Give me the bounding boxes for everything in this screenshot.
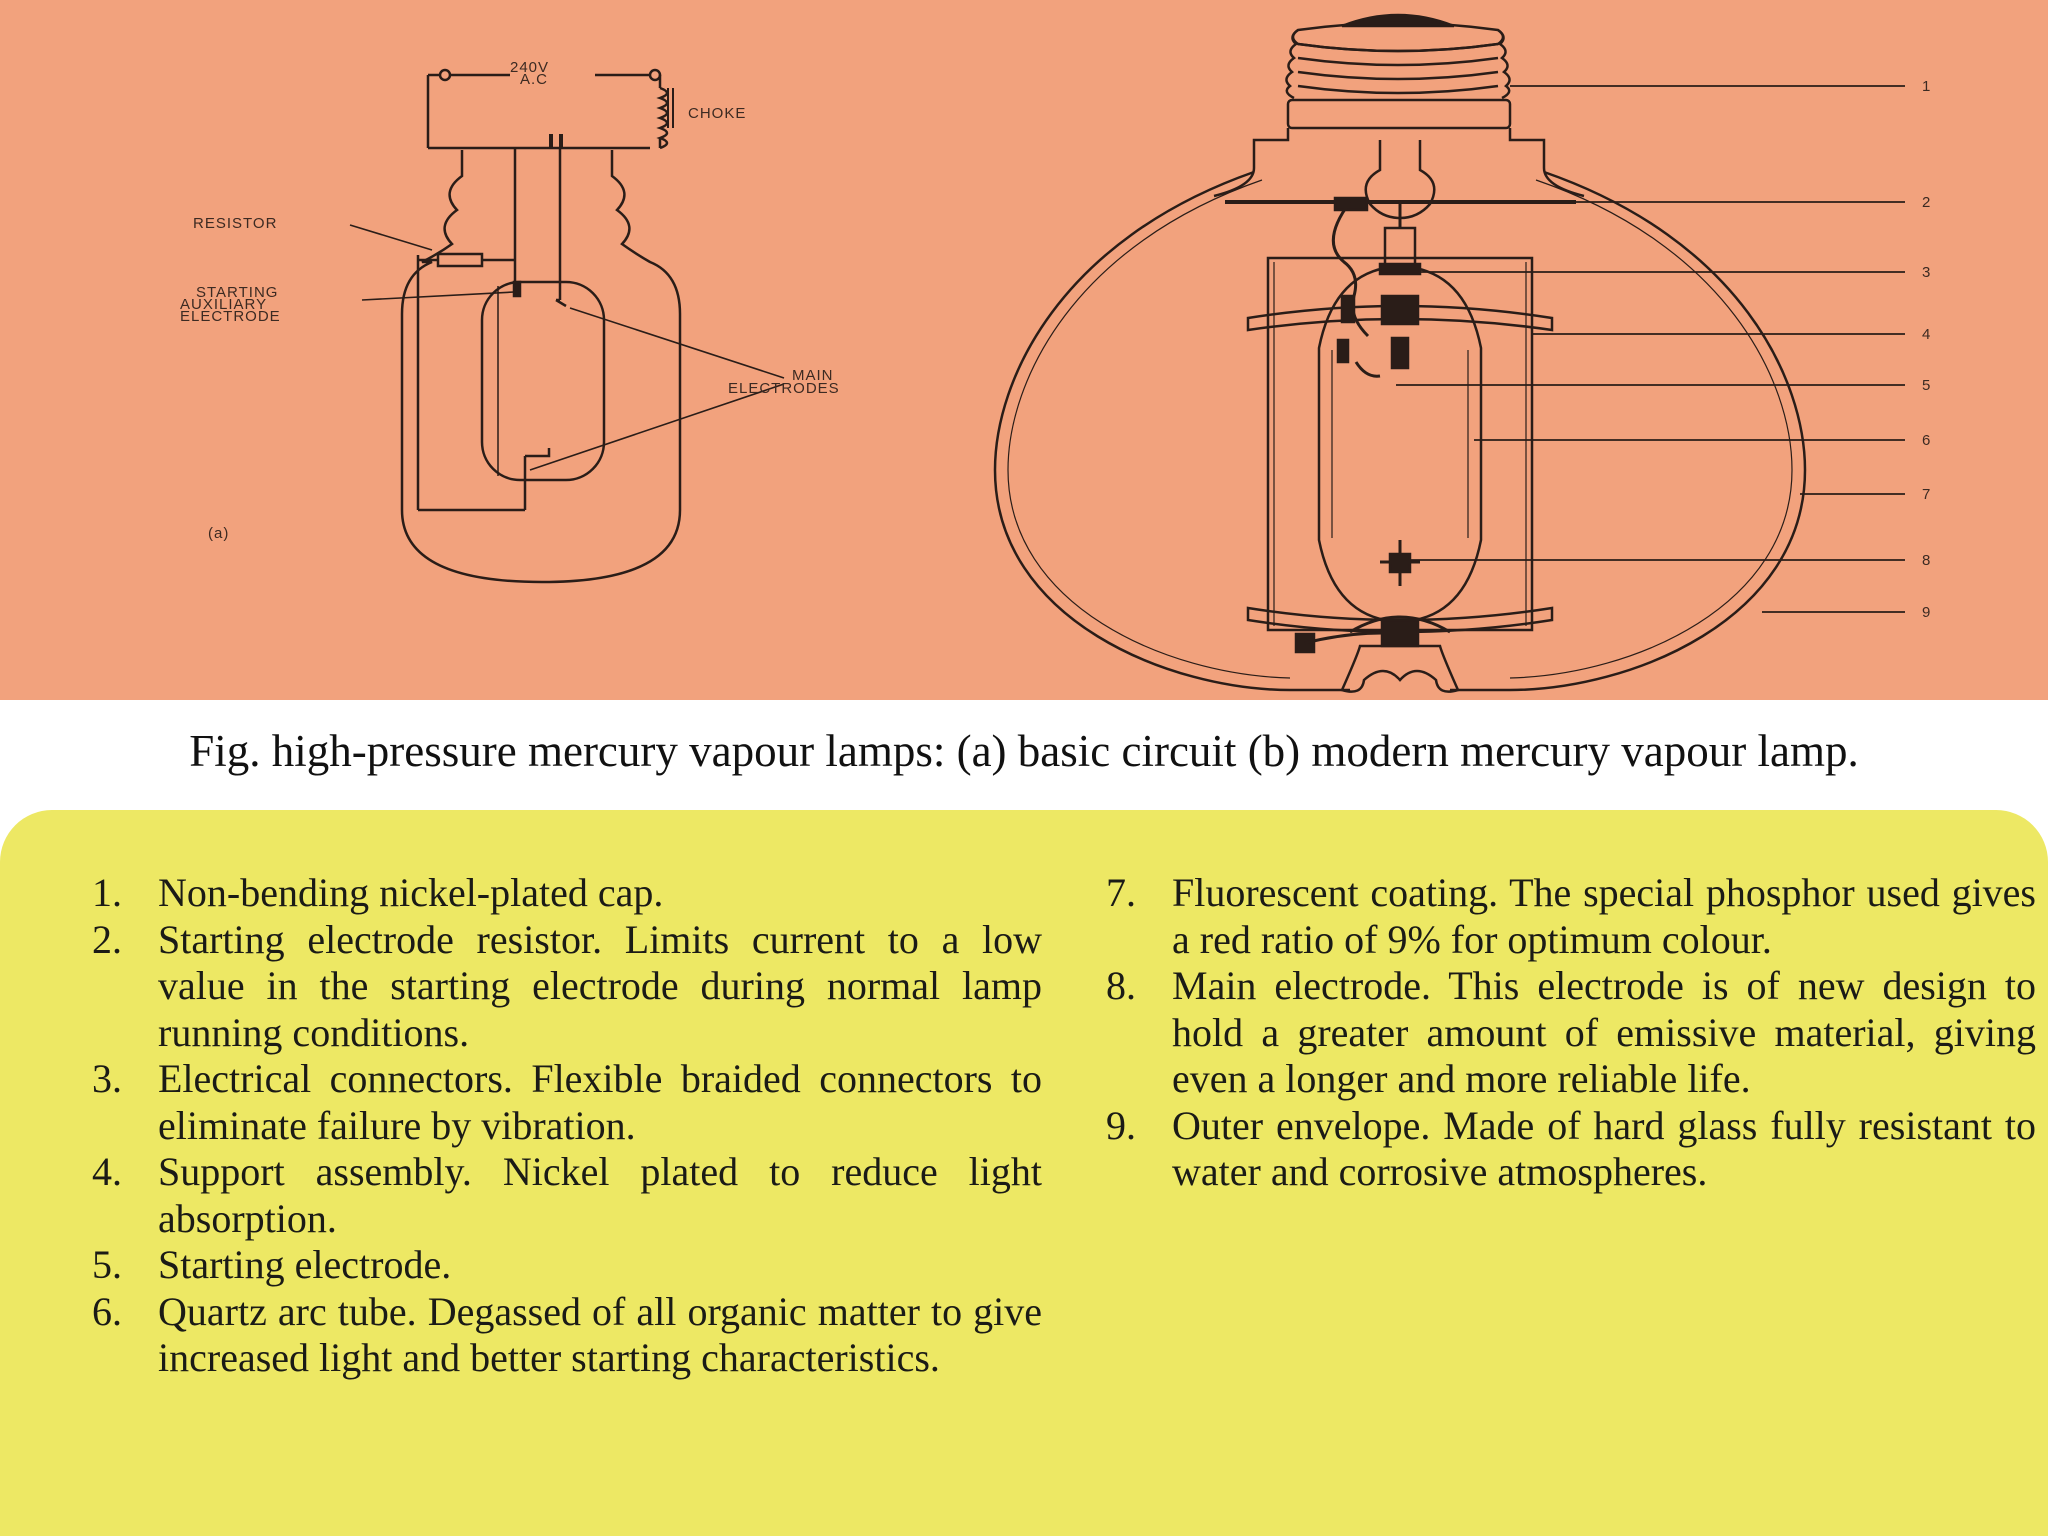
main-electrode-top [555,298,567,308]
lamp-neck-left [1213,128,1290,198]
lamp-callout-2: 2 [1922,194,1930,211]
legend-item-number: 7. [1106,870,1136,915]
lamp-callout-8: 8 [1922,552,1930,569]
lamp-callout-4: 4 [1922,326,1930,343]
lamp-neck-right [1508,128,1585,198]
legend-item-number: 1. [92,870,122,915]
starting-label-line-2: AUXILIARY [180,296,267,313]
legend-item-number: 4. [92,1149,122,1194]
legend-item: 5. Starting electrode. [92,1242,1042,1289]
starting-label-line-3: ELECTRODE [180,308,281,325]
lamp-figure-drawing: 240V A.C CHOKE RESISTOR STARTING AUXILIA… [180,13,1930,693]
legend-item: 3. Electrical connectors. Flexible braide… [92,1056,1042,1149]
legend-column-left: 1. Non-bending nickel-plated cap. 2. Starti… [92,870,1042,1382]
lamp-callout-6: 6 [1922,432,1930,449]
legend-item-text: Fluorescent coating. The special phospho… [1172,870,2036,962]
starting-auxiliary-electrode [512,280,522,298]
main-electrode-bottom [525,448,551,458]
figure-panel: 240V A.C CHOKE RESISTOR STARTING AUXILIA… [0,0,2048,700]
legend-item: 7. Fluorescent coating. The special phosp… [1106,870,2036,963]
starting-electrode-top [1378,262,1422,276]
lamp-callout-1: 1 [1922,78,1930,95]
part-a-label: (a) [208,525,229,542]
starting-label-line-1: STARTING [196,284,278,301]
supply-terminal-left [438,68,452,82]
legend-item-text: Starting electrode resistor. Limits curr… [158,916,1042,1055]
main-electrodes-label-line-2: ELECTRODES [728,380,840,397]
supply-type-label: A.C [520,71,548,88]
legend-item: 8. Main electrode. This electrode is of n… [1106,963,2036,1103]
supply-terminal-right [648,68,662,82]
starting-electrode-lead [1354,361,1381,378]
legend-item-number: 6. [92,1288,122,1334]
legend-item: 4. Support assembly. Nickel plated to red… [92,1149,1042,1242]
legend-panel: 1. Non-bending nickel-plated cap. 2. Starti… [0,810,2048,1536]
circuit-outer-bulb [400,150,682,584]
legend-item-text: Non-bending nickel-plated cap. [158,870,664,915]
legend-item-text: Main electrode. This electrode is of new… [1172,963,2036,1101]
circuit-arc-tube [480,280,606,482]
legend-item: 1. Non-bending nickel-plated cap. [92,870,1042,917]
resistor-label: RESISTOR [193,215,277,232]
lower-stem-base [1340,644,1460,693]
legend-item-number: 5. [92,1242,122,1287]
legend-item-number: 9. [1106,1102,1136,1148]
choke-label: CHOKE [688,105,746,122]
resistor-element [436,252,484,268]
legend-item-text: Starting electrode. [158,1242,452,1287]
main-electrodes-label-line-1: MAIN [792,367,834,384]
legend-item-number: 3. [92,1056,122,1101]
legend-item-text: Quartz arc tube. Degassed of all organic… [158,1288,1042,1381]
lamp-callout-lines [1396,85,1905,613]
lamp-callout-7: 7 [1922,486,1930,503]
legend-item: 2. Starting electrode resistor. Limits cu… [92,917,1042,1057]
lamp-screw-cap [1285,21,1512,130]
outer-envelope-left [993,170,1350,692]
basic-circuit-diagram [349,68,785,584]
figure-caption: Fig. high-pressure mercury vapour lamps:… [0,706,2048,796]
upper-electrode-block [1380,294,1420,326]
legend-column-right: 7. Fluorescent coating. The special phosp… [1106,870,2036,1196]
legend-item-text: Support assembly. Nickel plated to reduc… [158,1149,1042,1241]
lower-press-block [1380,618,1420,648]
legend-item-text: Outer envelope. Made of hard glass fully… [1172,1102,2036,1195]
legend-item-number: 2. [92,916,122,962]
lamp-callout-9: 9 [1922,604,1930,621]
lamp-callout-5: 5 [1922,377,1930,394]
resistor-block [1333,196,1369,212]
legend-item: 9. Outer envelope. Made of hard glass ful… [1106,1103,2036,1196]
legend-item-text: Electrical connectors. Flexible braided … [158,1056,1042,1148]
supply-voltage-label: 240V [510,59,549,76]
legend-item-number: 8. [1106,963,1136,1008]
lower-support-band [1246,606,1554,634]
legend-item: 6. Quartz arc tube. Degassed of all organ… [92,1289,1042,1382]
outer-envelope-right [1450,170,1807,692]
lamp-callout-3: 3 [1922,264,1930,281]
upper-main-electrode [1390,336,1410,370]
modern-lamp-drawing [993,13,1807,693]
